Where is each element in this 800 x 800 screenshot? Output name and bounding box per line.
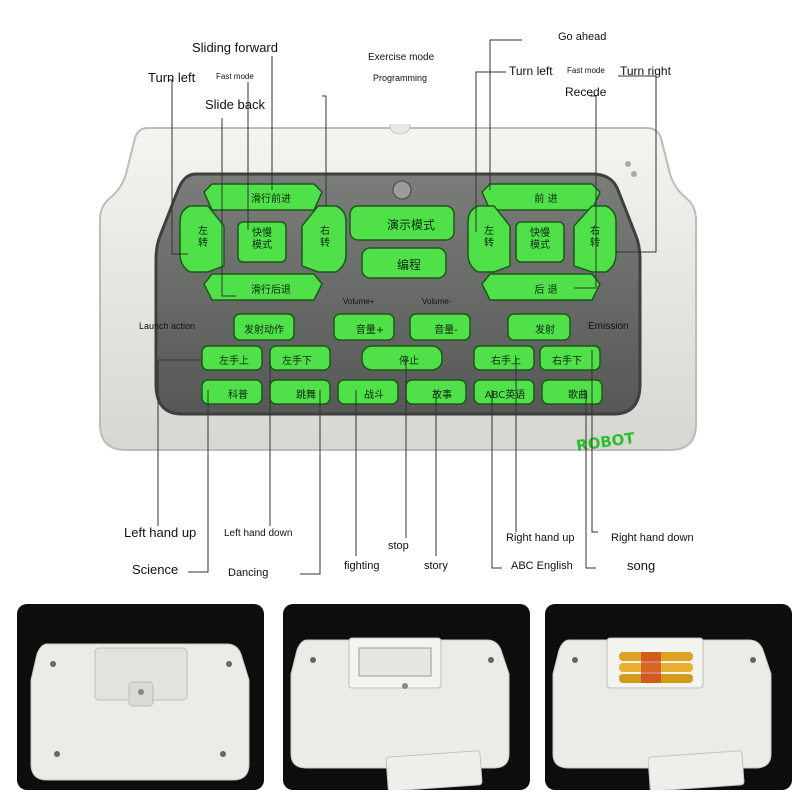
top-knob — [389, 124, 411, 135]
slide-back-button[interactable] — [203, 273, 323, 301]
science-button[interactable] — [201, 379, 263, 405]
indicator-light — [392, 180, 412, 200]
callout-turn-left-right: Turn left — [509, 64, 553, 78]
right-hand-down-button[interactable] — [539, 345, 601, 371]
back-button[interactable] — [481, 273, 601, 301]
turn-right-right-pad-button[interactable] — [573, 205, 617, 273]
callout-left-hand-down: Left hand down — [224, 528, 293, 539]
callout-right-hand-down: Right hand down — [611, 532, 694, 544]
leader-lines — [157, 39, 657, 575]
abc-english-button[interactable] — [473, 379, 535, 405]
program-button[interactable] — [361, 247, 447, 279]
stop-button[interactable] — [361, 345, 443, 371]
callout-left-hand-up: Left hand up — [124, 525, 197, 540]
turn-right-button[interactable] — [301, 205, 347, 273]
callout-story: story — [424, 560, 448, 572]
callout-recede: Recede — [565, 85, 607, 99]
demo-mode-button[interactable] — [349, 205, 455, 241]
callout-volume-plus: Volume+ — [343, 297, 375, 306]
forward-button[interactable] — [481, 183, 601, 211]
callout-slide-back: Slide back — [205, 97, 265, 112]
photo-back-open-empty — [283, 604, 530, 790]
turn-left-right-pad-button[interactable] — [467, 205, 511, 273]
callout-song: song — [627, 558, 656, 573]
callout-turn-left: Turn left — [148, 70, 196, 85]
callout-fast-mode: Fast mode — [216, 72, 254, 81]
callout-dancing: Dancing — [228, 567, 269, 579]
volume-down-button[interactable] — [409, 313, 471, 341]
callout-stop: stop — [388, 540, 409, 552]
dance-button[interactable] — [269, 379, 331, 405]
left-hand-up-button[interactable] — [201, 345, 263, 371]
photo-back-closed — [17, 604, 264, 790]
callout-sliding-forward: Sliding forward — [192, 40, 278, 55]
turn-left-button[interactable] — [179, 205, 225, 273]
callout-right-hand-up: Right hand up — [506, 532, 575, 544]
right-hand-up-button[interactable] — [473, 345, 535, 371]
left-hand-down-button[interactable] — [269, 345, 331, 371]
fire-button[interactable] — [507, 313, 571, 341]
callout-turn-right: Turn right — [620, 64, 671, 78]
launch-action-button[interactable] — [233, 313, 295, 341]
fast-mode-left-button[interactable] — [237, 221, 287, 263]
fight-button[interactable] — [337, 379, 399, 405]
callout-exercise-mode: Exercise mode — [368, 52, 435, 63]
callout-programming: Programming — [373, 73, 428, 83]
callout-science: Science — [132, 562, 179, 577]
callout-abc-english: ABC English — [511, 560, 573, 572]
callout-emission: Emission — [588, 321, 629, 332]
callout-fast-mode-right: Fast mode — [567, 66, 605, 75]
callout-fighting: fighting — [344, 560, 380, 572]
callout-launch-action: Launch action — [139, 321, 196, 331]
callout-volume-minus: Volume- — [422, 297, 452, 306]
song-button[interactable] — [541, 379, 603, 405]
fast-mode-right-button[interactable] — [515, 221, 565, 263]
callout-go-ahead: Go ahead — [558, 31, 607, 43]
volume-up-button[interactable] — [333, 313, 395, 341]
photo-back-open-batteries — [545, 604, 792, 790]
